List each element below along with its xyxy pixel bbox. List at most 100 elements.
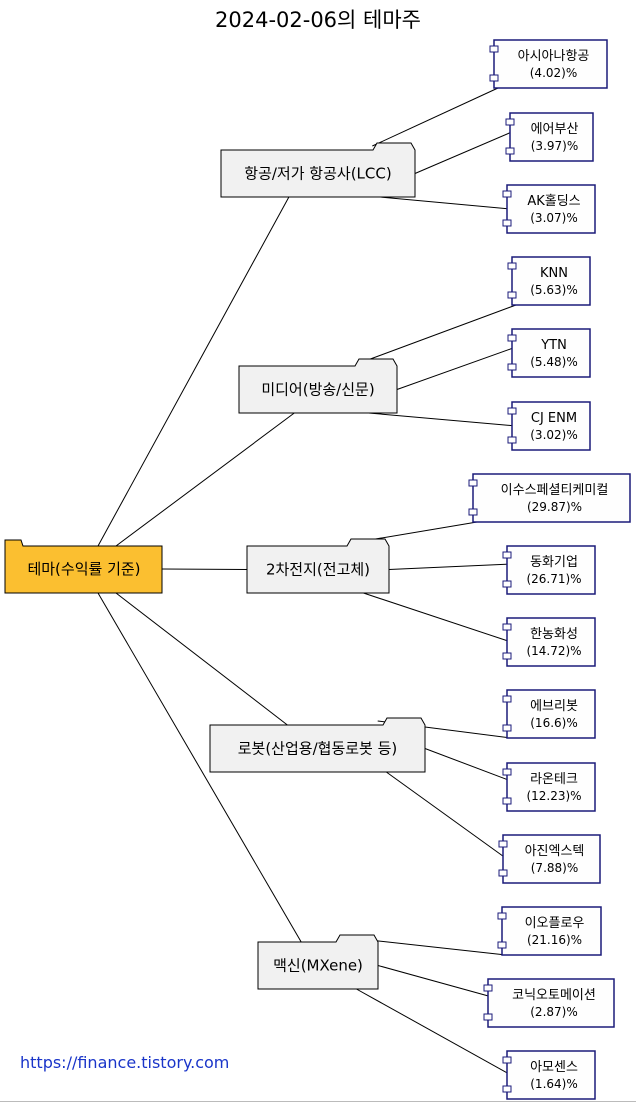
stock-name: 아진엑스텍 (525, 844, 585, 859)
stock-box (506, 689, 596, 739)
component-tab-bottom (502, 724, 512, 732)
stock-change-pct: (5.63)% (530, 283, 577, 297)
component-tab-bottom (502, 219, 512, 227)
theme-folder-2: 미디어(방송/신문) (238, 358, 398, 414)
edge-theme-4-to-stock-2 (424, 748, 512, 782)
theme-folder-label: 미디어(방송/신문) (261, 381, 374, 399)
component-tab-top (489, 45, 499, 53)
stock-4-1: 에브리봇 (16.6)% (502, 689, 596, 739)
theme-folder-1: 항공/저가 항공사(LCC) (220, 142, 416, 198)
component-tab-bottom (498, 869, 508, 877)
stock-name: AK홀딩스 (527, 194, 580, 209)
stock-1-3: AK홀딩스 (3.07)% (502, 184, 596, 234)
component-tab-top (507, 262, 517, 270)
edge-theme-1-to-stock-1 (372, 87, 499, 147)
stock-name: 코닉오토메이션 (512, 988, 596, 1003)
component-tab-top (507, 334, 517, 342)
stock-5-1: 이오플로우(21.16)% (497, 906, 602, 956)
theme-folder-label: 항공/저가 항공사(LCC) (244, 165, 391, 183)
stock-change-pct: (2.87)% (530, 1005, 577, 1019)
stock-name: 아시아나항공 (518, 49, 590, 64)
stock-4-3: 아진엑스텍(7.88)% (498, 834, 601, 884)
stock-box (511, 256, 591, 306)
stock-box (506, 762, 596, 812)
stock-change-pct: (3.07)% (530, 211, 577, 225)
stock-3-3: 한농화성(14.72)% (502, 617, 596, 667)
stock-box (487, 978, 615, 1028)
component-tab-top (483, 984, 493, 992)
component-tab-bottom (507, 363, 517, 371)
stock-change-pct: (5.48)% (530, 355, 577, 369)
component-tab-bottom (502, 580, 512, 588)
component-tab-bottom (502, 652, 512, 660)
stock-5-2: 코닉오토메이션 (2.87)% (483, 978, 615, 1028)
stock-box (509, 112, 594, 162)
edge-theme-5-to-stock-3 (356, 988, 512, 1076)
component-tab-bottom (502, 1085, 512, 1093)
stock-change-pct: (14.72)% (526, 644, 581, 658)
stock-box (506, 1050, 596, 1100)
stock-box (472, 473, 631, 523)
component-tab-bottom (468, 508, 478, 516)
stock-2-3: CJ ENM (3.02)% (507, 401, 591, 451)
root-folder: 테마(수익률 기준) (4, 539, 163, 594)
stock-name: CJ ENM (531, 411, 577, 426)
stock-name: 이수스페셜티케미컬 (501, 483, 609, 498)
stock-box (502, 834, 601, 884)
stock-box (493, 39, 608, 89)
stock-change-pct: (21.16)% (527, 933, 582, 947)
component-tab-top (502, 623, 512, 631)
component-tab-bottom (489, 74, 499, 82)
component-tab-top (505, 118, 515, 126)
theme-folder-label: 2차전지(전고체) (266, 561, 370, 579)
theme-folder-shape (238, 358, 398, 414)
component-tab-bottom (507, 436, 517, 444)
stock-change-pct: (1.64)% (530, 1077, 577, 1091)
stock-3-1: 이수스페셜티케미컬 (29.87)% (468, 473, 631, 523)
edge-theme-5-to-stock-2 (377, 965, 493, 998)
edge-theme-1-to-stock-2 (414, 130, 515, 174)
component-tab-bottom (497, 941, 507, 949)
stock-change-pct: (16.6)% (530, 716, 577, 730)
theme-folder-label: 맥신(MXene) (273, 957, 363, 975)
connector-lines (97, 87, 517, 1076)
component-tab-bottom (507, 291, 517, 299)
source-link[interactable]: https://finance.tistory.com (20, 1053, 230, 1072)
stock-box (506, 184, 596, 234)
stock-change-pct: (29.87)% (527, 500, 582, 514)
stock-4-2: 라온테크(12.23)% (502, 762, 596, 812)
edge-theme-4-to-stock-3 (386, 771, 508, 860)
edge-root-to-theme-5 (97, 592, 302, 943)
stock-name: YTN (540, 338, 567, 353)
edge-theme-2-to-stock-3 (368, 412, 517, 427)
edge-root-to-theme-1 (97, 196, 290, 547)
edge-theme-2-to-stock-1 (362, 304, 517, 363)
stock-box (506, 617, 596, 667)
stock-change-pct: (26.71)% (526, 572, 581, 586)
stock-name: 아모센스 (530, 1060, 578, 1075)
stock-2-2: YTN (5.48)% (507, 328, 591, 378)
stock-change-pct: (3.97)% (531, 139, 578, 153)
component-tab-top (507, 407, 517, 415)
edge-root-to-theme-4 (115, 592, 288, 726)
root-folder-label: 테마(수익률 기준) (27, 560, 140, 578)
component-tab-top (502, 1056, 512, 1064)
edge-theme-3-to-stock-3 (363, 592, 512, 643)
theme-folder-shape (257, 934, 379, 990)
edge-root-to-theme-3 (161, 568, 248, 570)
stock-name: 에브리봇 (530, 699, 578, 714)
stock-name: 라온테크 (530, 772, 578, 787)
stock-change-pct: (3.02)% (530, 428, 577, 442)
component-tab-bottom (502, 797, 512, 805)
component-tab-top (502, 695, 512, 703)
root-folder-shape (4, 539, 163, 594)
stock-change-pct: (4.02)% (530, 66, 577, 80)
stock-box (511, 328, 591, 378)
stock-1-2: 에어부산 (3.97)% (505, 112, 594, 162)
theme-folder-3: 2차전지(전고체) (246, 538, 390, 594)
stock-name: 에어부산 (531, 122, 579, 137)
edge-theme-2-to-stock-2 (396, 346, 517, 390)
stock-1-1: 아시아나항공 (4.02)% (489, 39, 608, 89)
stock-name: 동화기업 (530, 555, 578, 570)
edge-theme-3-to-stock-2 (388, 563, 512, 570)
